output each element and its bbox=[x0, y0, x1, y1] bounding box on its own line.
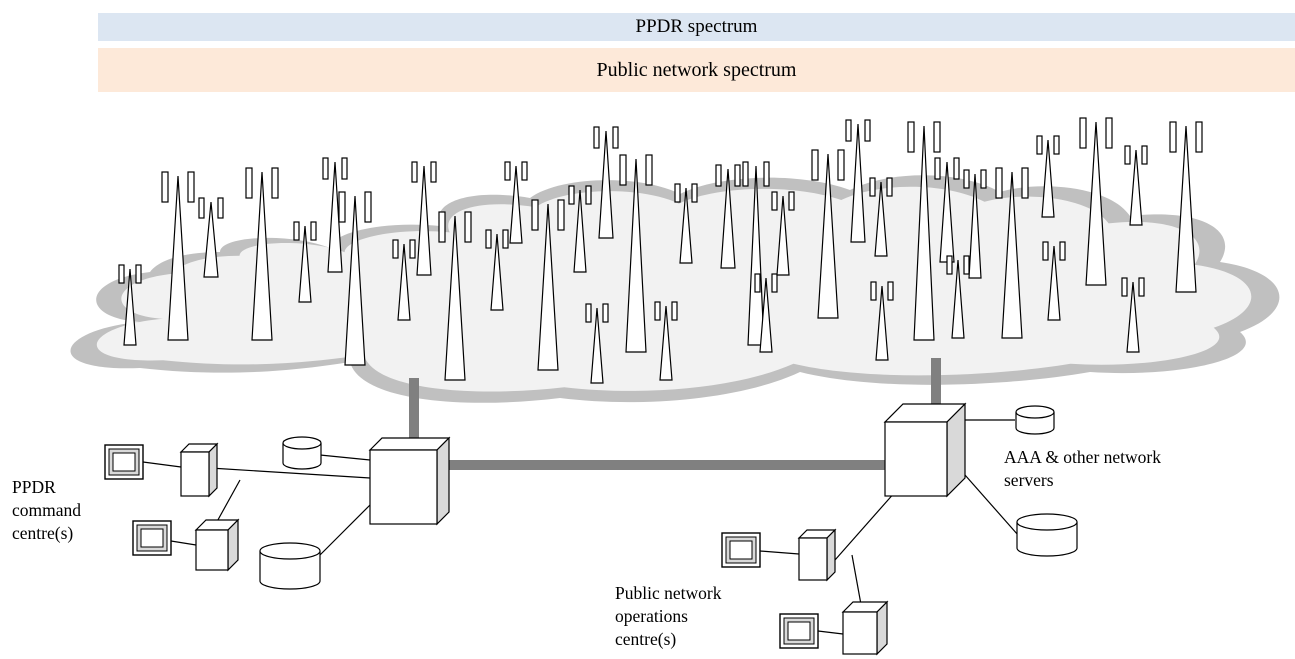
antenna-tower-icon bbox=[293, 221, 317, 303]
antenna-tower-icon bbox=[869, 177, 893, 257]
antenna-tower-icon bbox=[946, 255, 970, 339]
network-equipment bbox=[104, 402, 1078, 656]
monitor-icon bbox=[104, 444, 144, 480]
server-icon bbox=[797, 528, 837, 582]
network-switch-icon bbox=[883, 402, 967, 498]
antenna-tower-icon bbox=[845, 119, 871, 243]
antenna-tower-icon bbox=[1124, 145, 1148, 226]
antenna-towers bbox=[118, 117, 1203, 384]
network-links bbox=[209, 358, 1019, 611]
database-icon bbox=[1016, 513, 1078, 557]
antenna-tower-icon bbox=[438, 211, 472, 381]
monitor-icon bbox=[132, 520, 172, 556]
ppdr-spectrum-band: PPDR spectrum bbox=[98, 13, 1295, 41]
network-switch-icon bbox=[368, 436, 451, 526]
link-line bbox=[964, 474, 1019, 536]
database-icon bbox=[282, 436, 322, 470]
link-line bbox=[213, 479, 241, 528]
antenna-tower-icon bbox=[963, 169, 987, 279]
monitor-icon bbox=[779, 613, 819, 649]
antenna-tower-icon bbox=[568, 185, 592, 273]
antenna-tower-icon bbox=[674, 183, 698, 264]
link-line bbox=[142, 461, 182, 468]
antenna-tower-icon bbox=[715, 164, 741, 269]
link-line bbox=[170, 540, 197, 546]
antenna-tower-icon bbox=[1079, 117, 1113, 286]
monitor-icon bbox=[721, 532, 761, 568]
server-icon bbox=[841, 600, 889, 656]
link-line bbox=[319, 454, 371, 461]
antenna-tower-icon bbox=[995, 167, 1029, 339]
antenna-tower-icon bbox=[771, 191, 795, 276]
antenna-tower-icon bbox=[531, 199, 565, 371]
public-network-spectrum-band: Public network spectrum bbox=[98, 48, 1295, 92]
antenna-tower-icon bbox=[585, 303, 609, 384]
link-line bbox=[817, 630, 844, 635]
antenna-tower-icon bbox=[1042, 241, 1066, 321]
antenna-tower-icon bbox=[811, 149, 845, 319]
antenna-tower-icon bbox=[245, 167, 279, 341]
antenna-tower-icon bbox=[870, 281, 894, 361]
antenna-tower-icon bbox=[411, 161, 437, 276]
antenna-tower-icon bbox=[907, 121, 941, 341]
antenna-tower-icon bbox=[754, 273, 778, 353]
link-line bbox=[759, 550, 800, 555]
server-icon bbox=[179, 442, 219, 498]
link-line bbox=[209, 467, 371, 479]
link-line bbox=[851, 554, 863, 611]
database-icon bbox=[1015, 405, 1055, 435]
database-icon bbox=[259, 542, 321, 590]
antenna-tower-icon bbox=[742, 161, 770, 346]
antenna-tower-icon bbox=[654, 301, 678, 381]
antenna-tower-icon bbox=[392, 239, 416, 321]
cloud-fill bbox=[96, 186, 1252, 392]
antenna-tower-icon bbox=[1169, 121, 1203, 293]
antenna-tower-icon bbox=[1121, 277, 1145, 353]
antenna-tower-icon bbox=[593, 126, 619, 239]
ppdr-command-centre-label: PPDR command centre(s) bbox=[12, 477, 82, 543]
public-network-operations-label: Public network operations centre(s) bbox=[615, 583, 722, 649]
antenna-tower-icon bbox=[619, 154, 653, 353]
antenna-tower-icon bbox=[198, 197, 224, 278]
antenna-tower-icon bbox=[485, 229, 509, 311]
server-icon bbox=[194, 518, 240, 572]
link-line bbox=[319, 504, 371, 556]
antenna-tower-icon bbox=[118, 264, 142, 346]
aaa-servers-label: AAA & other network servers bbox=[1004, 447, 1161, 490]
antenna-tower-icon bbox=[1036, 135, 1060, 218]
antenna-tower-icon bbox=[504, 161, 528, 244]
antenna-tower-icon bbox=[161, 171, 195, 341]
antenna-tower-icon bbox=[338, 191, 372, 366]
